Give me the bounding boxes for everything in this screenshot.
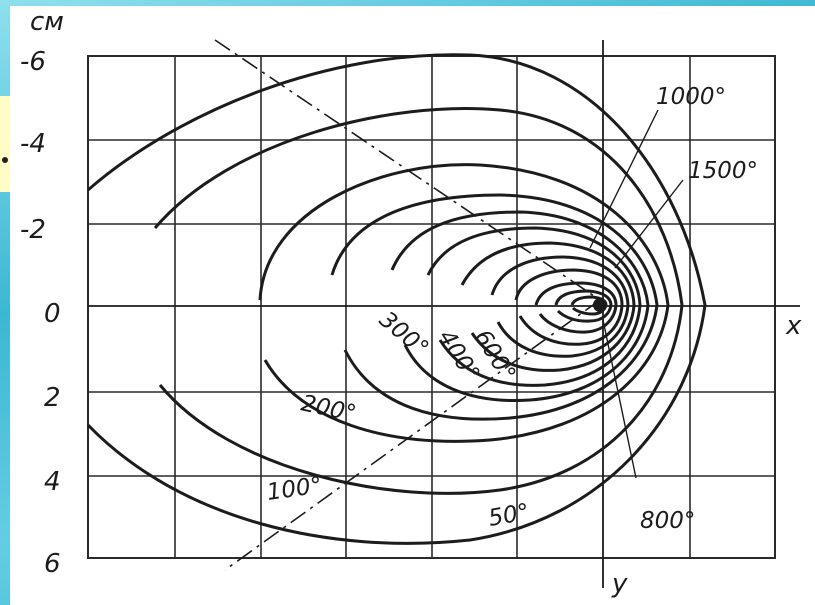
isotherm-curves — [86, 53, 707, 545]
y-tick-label: 0 — [44, 299, 61, 329]
isotherm-label-1500: 1500° — [688, 158, 758, 184]
y-tick-label: -6 — [20, 47, 46, 77]
grid — [87, 55, 776, 559]
isotherm-label-300: 300° — [374, 307, 433, 363]
leader-lines — [589, 109, 684, 479]
isotherm-label-100: 100° — [265, 472, 323, 505]
isotherm-label-800: 800° — [640, 508, 695, 534]
y-unit-label: см — [30, 7, 64, 37]
y-tick-labels: -6 -4 -2 0 2 4 6 — [20, 47, 61, 579]
axes — [88, 40, 800, 588]
isotherm-labels: 1000° 1500° 600° 400° 300° 200° 100° 50°… — [265, 84, 758, 534]
isotherm-label-200: 200° — [299, 390, 359, 427]
y-tick-label: -4 — [20, 129, 46, 159]
isotherm-label-1000: 1000° — [656, 84, 726, 110]
y-axis-name: y — [611, 569, 628, 599]
x-axis-name: x — [785, 311, 802, 341]
y-tick-label: 4 — [44, 467, 61, 497]
y-tick-label: 6 — [44, 549, 61, 579]
y-tick-label: -2 — [20, 215, 46, 245]
y-tick-label: 2 — [44, 383, 61, 413]
bullet-dot — [2, 157, 8, 163]
heat-source-dot — [593, 298, 607, 312]
